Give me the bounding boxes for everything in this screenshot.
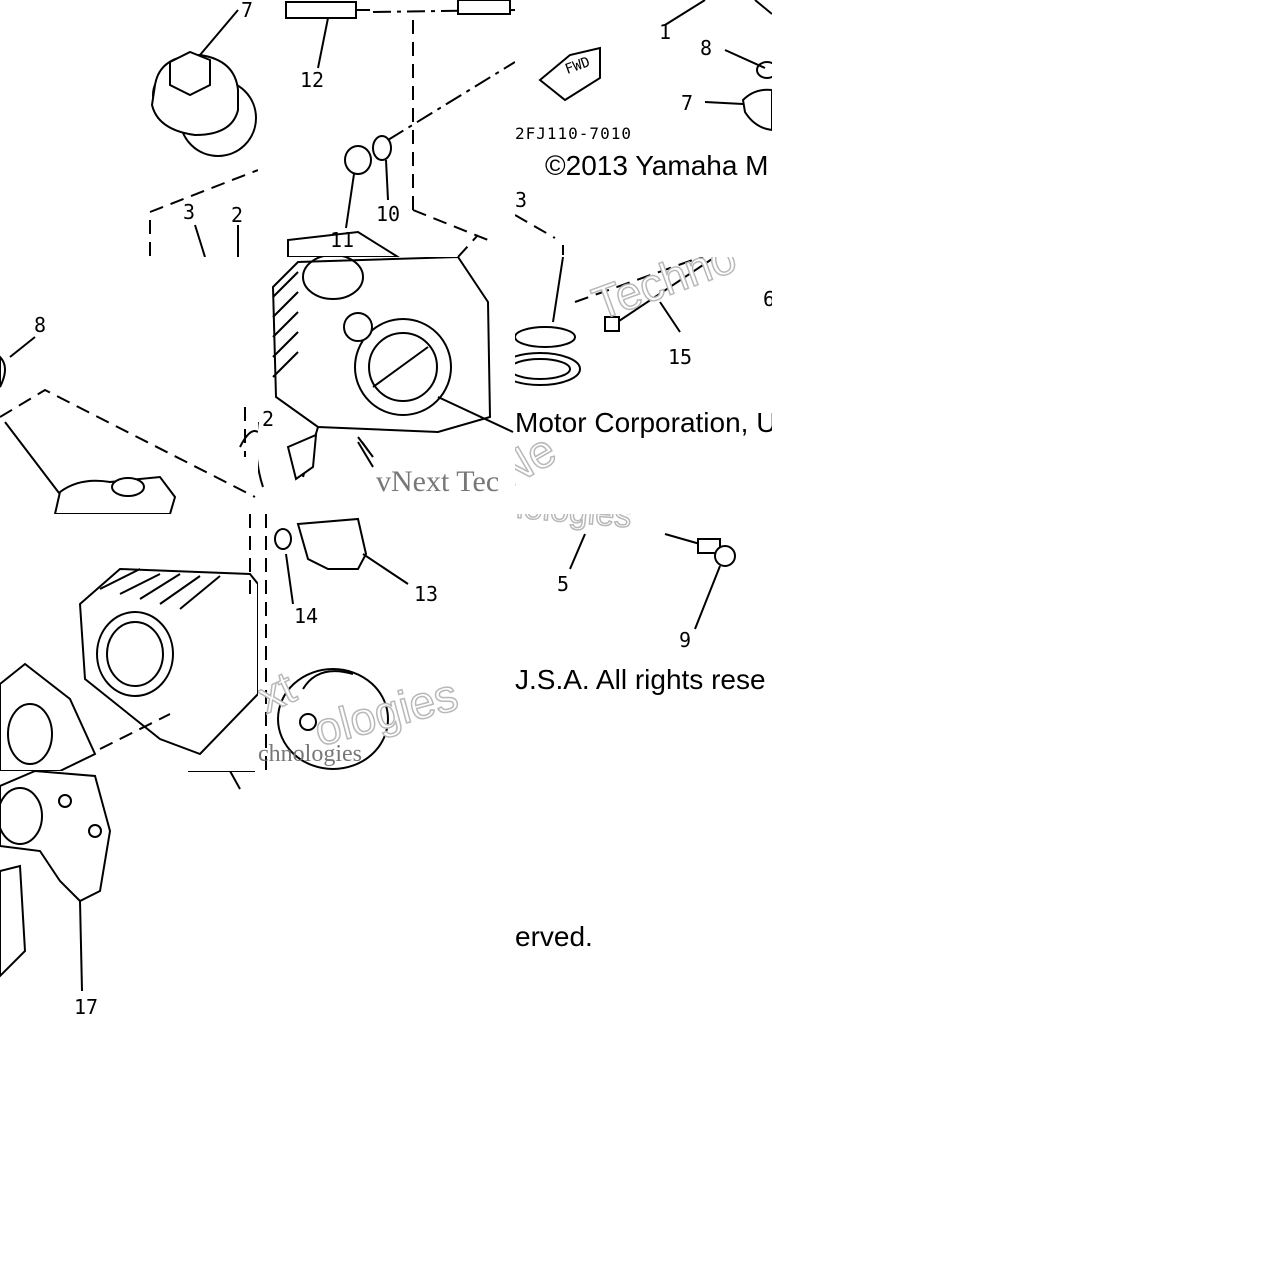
callout-13: 13: [414, 582, 439, 606]
block-fins: [99, 568, 221, 610]
callout-12: 12: [300, 68, 325, 92]
bolts-drawing: [569, 533, 736, 630]
tile-cam-cover: 8: [0, 257, 258, 514]
callout-15: 15: [668, 345, 693, 369]
callout-6: 6: [763, 287, 772, 311]
cam-cover-drawing: [0, 336, 258, 514]
callout-7: 7: [241, 0, 254, 22]
gasket-drawing: [265, 514, 409, 771]
callout-1: 1: [659, 20, 672, 44]
copyright-line-1: ©2013 Yamaha M: [545, 150, 769, 181]
tile-cylinder-block: [0, 514, 258, 771]
watermark-chnologies: chnologies: [258, 741, 362, 767]
callout-17: 17: [74, 995, 99, 1019]
tile-piston-rings: 6 15 Techno Motor Corporation, U yNe: [515, 257, 772, 514]
fwd-tag-drawing: [515, 0, 772, 255]
tile-bolts: nologies 5 9 J.S.A. All rights rese: [515, 514, 772, 771]
oil-cap-drawing: [149, 9, 258, 257]
cylinder-head-drawing: [258, 257, 514, 488]
callout-5: 5: [557, 572, 570, 596]
spark-plug-drawing: [285, 0, 515, 257]
callout-3b: 3: [515, 188, 528, 212]
tile-fwd-tag: FWD 2FJ110-7010 ©2013 Yamaha M 1 8 7 3: [515, 0, 772, 257]
copyright-line-3: J.S.A. All rights rese: [515, 664, 766, 695]
tile-oil-cap: 7 3 2: [0, 0, 258, 257]
callout-7b: 7: [681, 91, 694, 115]
tile-spark-plug: 12 10 11: [258, 0, 515, 257]
callout-11: 11: [330, 228, 355, 252]
callout-8b: 8: [34, 313, 47, 337]
callout-9: 9: [679, 628, 692, 652]
tile-base-gasket: 16 17: [0, 771, 258, 1028]
callout-10: 10: [376, 202, 401, 226]
cooling-fins: [272, 271, 299, 378]
callout-14: 14: [294, 604, 319, 628]
tile-copyright-end: erved.: [515, 771, 772, 1028]
base-gasket-drawing: [0, 771, 255, 992]
callout-8: 8: [700, 36, 713, 60]
tile-gasket: 14 13 ologies xt chnologies: [258, 514, 515, 771]
copyright-line-4: erved.: [515, 921, 593, 952]
piston-rings-drawing: [515, 257, 716, 386]
callout-3: 3: [183, 200, 196, 224]
callout-2: 2: [231, 203, 244, 227]
cylinder-block-drawing: [0, 514, 258, 771]
callout-2b: 2: [262, 407, 275, 431]
tile-cylinder-head: 2 vNext Tec: [258, 257, 515, 514]
watermark-vnext: vNext Tec: [376, 465, 500, 498]
copyright-line-2: Motor Corporation, U: [515, 407, 772, 438]
part-code: 2FJ110-7010: [515, 124, 632, 143]
